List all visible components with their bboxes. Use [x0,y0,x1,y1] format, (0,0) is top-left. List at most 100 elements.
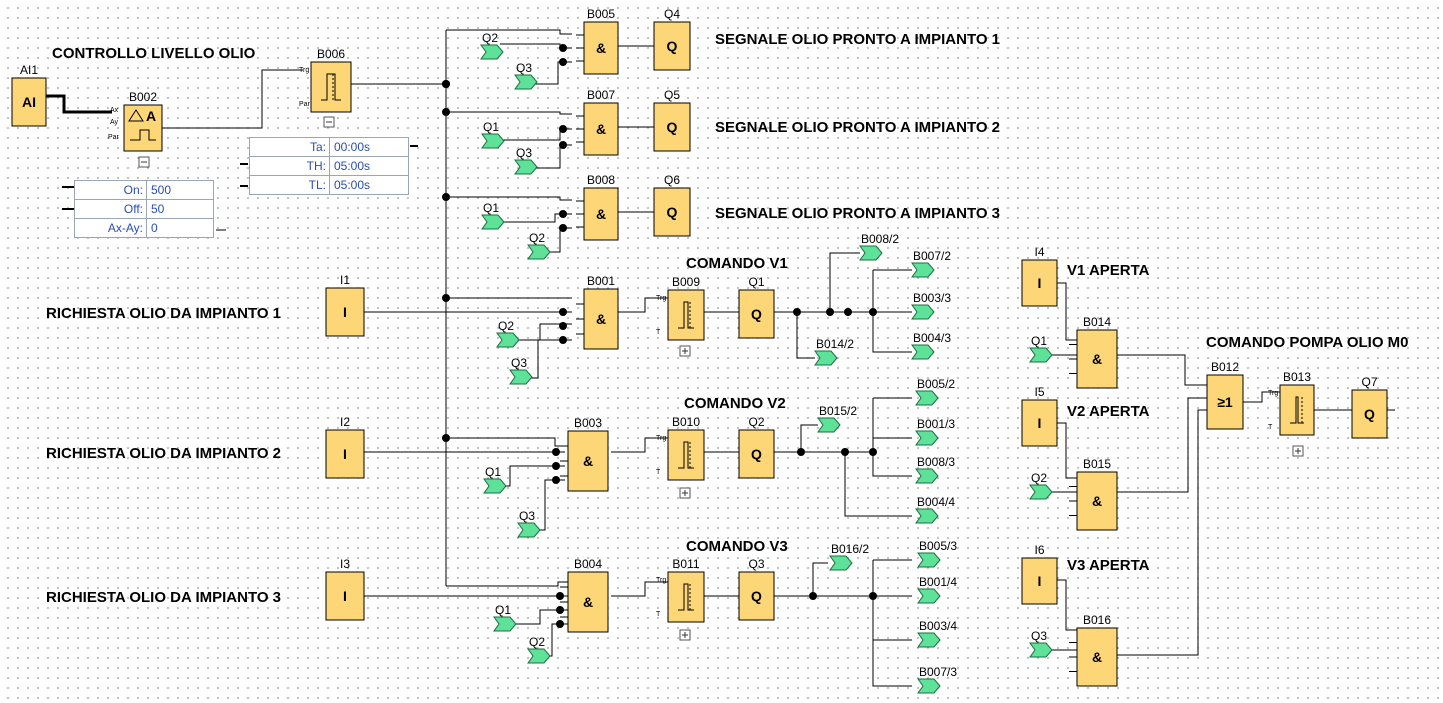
block-body[interactable] [325,429,365,479]
block-body[interactable] [1206,374,1244,430]
q3-output-block[interactable]: Q3Q [738,557,775,621]
q1-output-block[interactable]: Q1Q [738,275,775,339]
flag-q1-b014[interactable]: Q1 [1029,334,1053,363]
i3-input-block[interactable]: I3I [325,557,365,621]
flag-b014-2[interactable]: B014/2 [814,337,854,366]
b007-and-block[interactable]: B007& [583,88,619,156]
block-body[interactable] [583,102,619,156]
expand-button[interactable] [679,629,691,641]
block-body[interactable] [567,430,609,492]
b014-and-block[interactable]: B014& [1076,315,1118,389]
block-body[interactable] [1076,329,1118,389]
block-body[interactable] [1076,471,1118,531]
flag-b007-3[interactable]: B007/3 [917,665,957,694]
flag-q3-b016[interactable]: Q3 [1029,629,1053,658]
block-body[interactable] [667,429,705,481]
b006-parameter-table[interactable]: Ta:00:00s TH:05:00s TL:05:00s [249,137,409,195]
flag-b008-3[interactable]: B008/3 [915,455,955,484]
flag-b016-2[interactable]: B016/2 [829,542,869,571]
block-body[interactable] [1076,627,1118,687]
flag-b001-4[interactable]: B001/4 [917,575,957,604]
i1-input-block[interactable]: I1I [325,273,365,337]
block-body[interactable] [653,187,691,237]
block-body[interactable] [667,571,705,623]
block-body[interactable] [123,104,163,152]
q4-output-block[interactable]: Q4Q [653,7,691,71]
block-body[interactable] [1279,384,1315,436]
i4-input-block[interactable]: I4I [1021,245,1058,307]
block-body[interactable] [738,571,775,621]
b002-parameter-table[interactable]: On:500 Off:50 Ax-Ay:0 [74,180,214,238]
collapse-button[interactable] [323,116,335,128]
b001-and-block[interactable]: B001& [583,274,619,350]
block-body[interactable] [583,21,619,75]
flag-q1-b004[interactable]: Q1 [493,603,517,632]
flag-q2-b015[interactable]: Q2 [1029,471,1053,500]
b016-and-block[interactable]: B016& [1076,613,1118,687]
b003-and-block[interactable]: B003& [567,416,609,492]
block-body[interactable] [567,571,609,633]
block-body[interactable] [325,287,365,337]
i6-input-block[interactable]: I6I [1021,543,1058,605]
block-body[interactable] [1021,557,1058,605]
flag-q1-b003[interactable]: Q1 [483,465,507,494]
collapse-button[interactable] [138,156,150,168]
block-body[interactable] [11,77,47,127]
block-body[interactable] [583,187,619,241]
expand-button[interactable] [1292,445,1304,457]
i5-input-block[interactable]: I5I [1021,385,1058,447]
q5-output-block[interactable]: Q5Q [653,88,691,152]
flag-b005-3[interactable]: B005/3 [917,539,957,568]
flag-q1-b008[interactable]: Q1 [481,201,505,230]
b012-or-block[interactable]: B012≥1 [1206,360,1244,430]
flag-b003-4[interactable]: B003/4 [917,619,957,648]
block-body[interactable] [738,429,775,479]
block-body[interactable] [667,289,705,341]
flag-q3-b007[interactable]: Q3 [514,146,538,175]
block-body[interactable] [653,21,691,71]
flag-b008-2[interactable]: B008/2 [859,232,899,261]
flag-b001-3[interactable]: B001/3 [915,417,955,446]
q6-output-block[interactable]: Q6Q [653,173,691,237]
q2-output-block[interactable]: Q2Q [738,415,775,479]
flag-q3-b005[interactable]: Q3 [514,61,538,90]
flag-q3-b001[interactable]: Q3 [509,356,533,385]
flag-b007-2[interactable]: B007/2 [911,249,951,278]
flag-b003-3[interactable]: B003/3 [911,291,951,320]
block-body[interactable] [310,61,352,113]
flag-q2-b004[interactable]: Q2 [527,635,551,664]
flag-b005-2[interactable]: B005/2 [915,377,955,406]
flag-q2-b001[interactable]: Q2 [496,319,520,348]
expand-button[interactable] [679,487,691,499]
b004-and-block[interactable]: B004& [567,557,609,633]
flag-b015-2[interactable]: B015/2 [817,404,857,433]
flag-q3-b003[interactable]: Q3 [517,509,541,538]
block-body[interactable] [1021,259,1058,307]
flag-q2-b008[interactable]: Q2 [527,231,551,260]
expand-button[interactable] [679,345,691,357]
block-body[interactable] [653,102,691,152]
b005-and-block[interactable]: B005& [583,7,619,75]
block-body[interactable] [583,288,619,350]
flag-q2-b005[interactable]: Q2 [480,31,504,60]
flag-b004-4[interactable]: B004/4 [915,495,955,524]
block-body[interactable] [1021,399,1058,447]
flag-q1-b007[interactable]: Q1 [481,120,505,149]
q7-output-block[interactable]: Q7Q [1351,375,1388,439]
i2-input-block[interactable]: I2I [325,415,365,479]
b008-and-block[interactable]: B008& [583,173,619,241]
block-body[interactable] [738,289,775,339]
block-body[interactable] [325,571,365,621]
b015-and-block[interactable]: B015& [1076,457,1118,531]
flag-b004-3[interactable]: B004/3 [911,331,951,360]
block-label: I2 [340,415,350,429]
block-body[interactable] [1351,389,1388,439]
